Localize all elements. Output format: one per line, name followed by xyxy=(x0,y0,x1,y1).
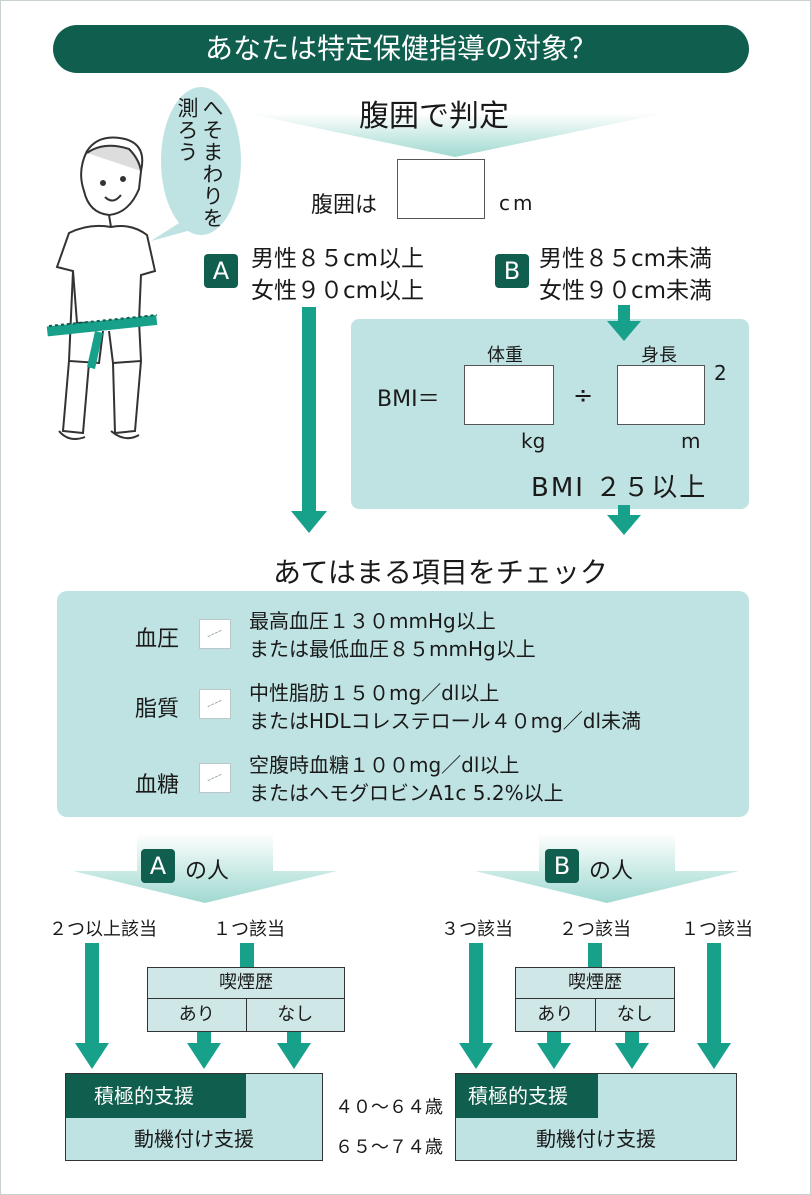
person-illustration xyxy=(46,136,158,440)
speech-text-main: へそまわりを xyxy=(200,97,224,229)
result-box-a: 積極的支援 動機付け支援 xyxy=(65,1073,323,1161)
check-item-line2: または最低血圧８５mmHg以上 xyxy=(249,637,536,661)
arrow-a-one-stem xyxy=(240,943,254,969)
badge-a: A xyxy=(204,254,238,288)
bmi-exponent: 2 xyxy=(714,361,727,385)
branch-a-line1: 男性８５cm以上 xyxy=(251,246,425,272)
age-label-1: ４０～６４歳 xyxy=(335,1097,443,1118)
check-checkbox[interactable] xyxy=(199,619,231,649)
motivation-support-b: 動機付け支援 xyxy=(536,1127,656,1151)
bmi-label: BMI＝ xyxy=(377,387,440,412)
bmi-height-unit: m xyxy=(681,429,701,453)
check-heading: あてはまる項目をチェック xyxy=(273,556,608,589)
person-b-cond3: １つ該当 xyxy=(681,919,753,940)
smoking-header: 喫煙歴 xyxy=(516,968,674,999)
bmi-height-label: 身長 xyxy=(641,345,677,366)
person-b-cond2: ２つ該当 xyxy=(559,919,631,940)
smoking-table-a: 喫煙歴 あり なし xyxy=(147,967,345,1032)
active-support-a: 積極的支援 xyxy=(66,1074,246,1118)
arrow-b-into-bmi xyxy=(607,305,641,341)
active-support-b: 積極的支援 xyxy=(456,1074,598,1118)
check-item-name: 血糖 xyxy=(135,773,180,798)
check-checkbox[interactable] xyxy=(199,689,231,719)
bmi-weight-label: 体重 xyxy=(487,345,523,366)
check-item-line2: またはHDLコレステロール４０mg／dl未満 xyxy=(249,709,642,733)
smoking-yes: あり xyxy=(148,999,247,1031)
waist-label: 腹囲は xyxy=(311,193,378,218)
check-checkbox[interactable] xyxy=(199,763,231,793)
person-b-cond1: ３つ該当 xyxy=(441,919,513,940)
person-b-suffix: の人 xyxy=(589,859,634,884)
arrow-b-smoke-yes xyxy=(537,1031,571,1069)
bmi-height-input[interactable] xyxy=(617,365,705,425)
person-b-badge: B xyxy=(545,849,579,883)
person-a-cond1: ２つ以上該当 xyxy=(49,919,157,940)
branch-b-line2: 女性９０cm未満 xyxy=(539,278,713,304)
arrow-b-smoke-no xyxy=(615,1031,649,1069)
person-a-badge: A xyxy=(141,849,175,883)
arrow-b-three xyxy=(459,943,493,1069)
speech-bubble xyxy=(151,87,241,241)
bmi-weight-input[interactable] xyxy=(464,365,554,425)
arrow-a-two-plus xyxy=(75,943,109,1069)
speech-text-sub: 測ろう xyxy=(175,97,199,163)
smoking-header: 喫煙歴 xyxy=(148,968,344,999)
check-item-name: 血圧 xyxy=(135,627,180,652)
waist-input-box[interactable] xyxy=(397,159,485,219)
branch-a-line2: 女性９０cm以上 xyxy=(251,278,425,304)
person-a-suffix: の人 xyxy=(185,859,230,884)
check-item-line1: 空腹時血糖１００mg／dl以上 xyxy=(249,753,520,777)
arrow-b-two-stem xyxy=(588,943,602,969)
check-item-line1: 中性脂肪１５０mg／dl以上 xyxy=(249,681,500,705)
motivation-support-a: 動機付け支援 xyxy=(134,1127,254,1151)
arrow-a-smoke-yes xyxy=(187,1031,221,1069)
badge-b: B xyxy=(495,254,529,288)
check-item-line2: またはヘモグロビンA1c 5.2%以上 xyxy=(249,781,564,805)
bmi-threshold: BMI ２５以上 xyxy=(531,473,708,503)
check-panel xyxy=(57,591,749,817)
person-a-wedge xyxy=(73,833,337,903)
person-b-wedge xyxy=(475,833,739,903)
age-label-2: ６５～７４歳 xyxy=(335,1137,443,1158)
arrow-b-one xyxy=(697,943,731,1069)
bmi-weight-unit: kg xyxy=(521,429,546,453)
smoking-no: なし xyxy=(616,1004,653,1025)
arrow-b-out-bmi xyxy=(607,505,641,535)
check-item-name: 脂質 xyxy=(135,697,180,722)
arrow-a-smoke-no xyxy=(277,1031,311,1069)
arrow-a-down xyxy=(291,307,327,533)
result-box-b: 積極的支援 動機付け支援 xyxy=(455,1073,737,1161)
smoking-yes: あり xyxy=(516,999,596,1031)
page-title: あなたは特定保健指導の対象？ xyxy=(53,25,749,73)
branch-b-line1: 男性８５cm未満 xyxy=(539,246,713,272)
bmi-divide: ÷ xyxy=(573,381,594,409)
smoking-no: なし xyxy=(277,1004,314,1025)
smoking-table-b: 喫煙歴 あり なし xyxy=(515,967,675,1032)
heading-wedge xyxy=(245,113,665,157)
waist-heading: 腹囲で判定 xyxy=(359,99,509,134)
check-item-line1: 最高血圧１３０mmHg以上 xyxy=(249,609,496,633)
person-a-cond2: １つ該当 xyxy=(213,919,285,940)
waist-unit: cm xyxy=(499,191,536,215)
